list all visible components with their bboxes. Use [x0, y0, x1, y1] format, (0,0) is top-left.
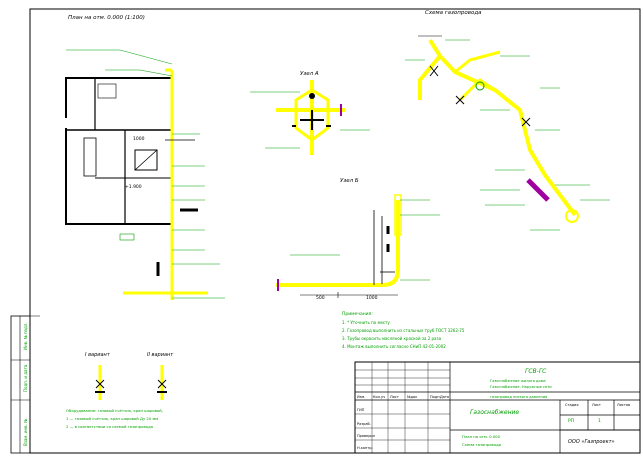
row-doc: №док — [407, 395, 417, 399]
title-code: ГСВ-ГС — [525, 368, 547, 375]
variant-note-1: Оборудование: газовый счётчик, кран шаро… — [66, 408, 163, 413]
role-razrab: Разраб. — [357, 422, 371, 426]
note-line-1: 1. * Уточнить по месту — [342, 320, 390, 325]
plan-title: План на отм. 0.000 (1:100) — [68, 15, 145, 21]
plan-dim-1: 1000 — [133, 136, 145, 142]
node-a — [250, 80, 370, 155]
row-izm: Изм. — [357, 395, 365, 399]
sheet-value: 1 — [598, 418, 601, 424]
plan-dim-2: +1.900 — [125, 184, 142, 190]
stage-label: Стадия — [565, 403, 578, 407]
note-line-4: 4. Монтаж выполнить согласно СНиП 42-01-… — [342, 344, 446, 349]
plan-callouts — [66, 49, 225, 299]
title-block — [354, 361, 641, 454]
axon-scheme — [405, 35, 610, 231]
title-org: Газоснабжение жилого дома — [490, 379, 546, 383]
node-a-title: Узел А — [300, 71, 319, 77]
margin-label-2: Подп. и дата — [23, 364, 28, 392]
margin-label-3: Взам. инв. № — [23, 419, 28, 446]
margin-stamp — [10, 315, 31, 454]
drawing-frame — [29, 8, 641, 454]
variant-2-label: II вариант — [147, 352, 174, 358]
note-line-2: 2. Газопровод выполнить из стальных труб… — [342, 328, 465, 333]
node-b-dim-1: 500 — [316, 295, 325, 301]
building-plan — [64, 77, 173, 225]
role-nkontr: Н.контр. — [357, 446, 373, 450]
variant-valves — [95, 365, 167, 400]
axon-title: Схема газопровода — [425, 10, 482, 16]
variant-note-2: 1 — газовый счётчик, кран шаровой Ду 20 … — [66, 416, 158, 421]
row-kol: Кол.уч — [373, 395, 385, 399]
scheme-caption: Схема газопровода — [462, 442, 501, 447]
margin-label-1: Инв. № подл. — [23, 322, 28, 350]
row-date: Дата — [440, 395, 449, 399]
title-desc-2: газопровод низкого давления — [490, 395, 547, 399]
note-line-3: 3. Трубы окрасить масляной краской за 2 … — [342, 336, 442, 341]
variant-1-label: I вариант — [85, 352, 111, 358]
role-prov: Проверил — [357, 434, 375, 438]
sheets-label: Листов — [617, 403, 630, 407]
sheet-label: Лист — [592, 403, 601, 407]
variant-note-3: 2 — в соответствии со схемой газопровода — [66, 424, 153, 429]
row-list: Лист — [390, 395, 399, 399]
notes-heading: Примечания: — [342, 311, 373, 317]
title-desc-1: Газоснабжение. Наружные сети — [490, 385, 552, 389]
node-b-dim-2: 1000 — [366, 295, 378, 301]
company-name: ООО «Газпроект» — [568, 439, 615, 445]
sheet-title: Газоснабжение — [470, 409, 519, 416]
node-b-title: Узел Б — [340, 178, 359, 184]
stage-value: РП — [568, 418, 574, 424]
row-podp: Подп. — [430, 395, 441, 399]
node-b: 500 1000 — [276, 194, 440, 301]
plan-caption: План на отм. 0.000 — [462, 434, 501, 439]
role-gip: ГИП — [357, 408, 365, 412]
